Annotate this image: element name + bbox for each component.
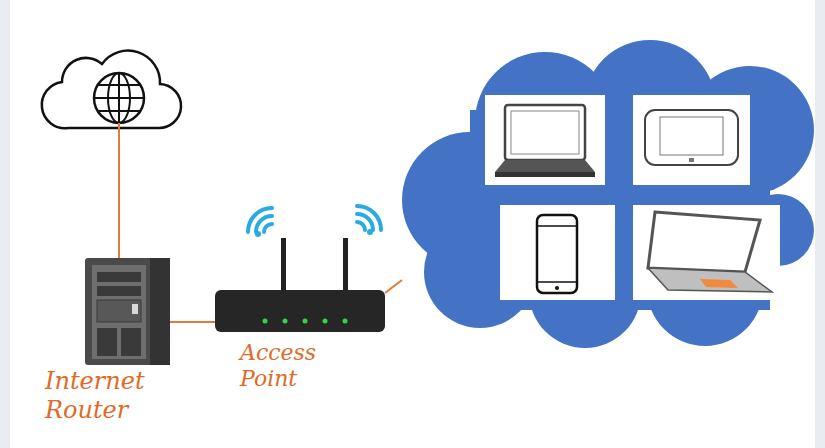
access-point-icon — [215, 206, 385, 332]
phone-icon — [633, 95, 750, 185]
node-label: Internet Router — [45, 367, 170, 425]
client-cloud — [402, 40, 814, 348]
laptop-icon — [485, 95, 605, 185]
server-tower-icon — [85, 258, 170, 365]
smartphone-icon — [500, 205, 615, 300]
laptop-icon — [633, 205, 780, 300]
access-point-node: Access Point — [215, 200, 390, 392]
internet-cloud-icon — [42, 51, 181, 129]
node-label: Access Point — [240, 340, 352, 392]
router-node: Internet Router — [45, 255, 170, 425]
internet-wire — [118, 123, 120, 258]
cable-connector — [170, 322, 215, 323]
wireless-link — [385, 280, 402, 293]
